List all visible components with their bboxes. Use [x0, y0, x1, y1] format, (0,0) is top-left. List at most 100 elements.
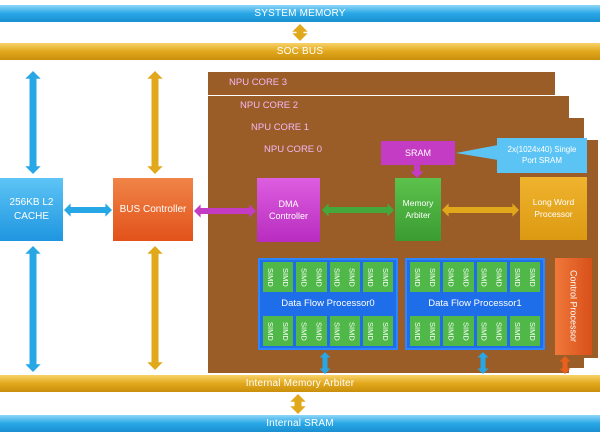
simd-pair: SIMD SIMD [410, 316, 441, 346]
simd-unit: SIMD [332, 321, 342, 341]
soc-bus: SOC BUS [0, 43, 600, 60]
bus-controller-internal-arbiter-arrow [147, 246, 163, 370]
simd-pair: SIMD SIMD [443, 316, 474, 346]
simd-pair: SIMD SIMD [509, 262, 540, 292]
long-word-processor-label: Long Word Processor [532, 197, 575, 219]
simd-unit: SIMD [527, 267, 537, 287]
npu-core-3-label: NPU CORE 3 [229, 77, 288, 88]
sram-label: SRAM [404, 147, 431, 158]
sram-callout-label: 2x(1024x40) Single Port SRAM [507, 144, 577, 165]
data-flow-processor-0: SIMD SIMD SIMD SIMD SIMD SIMD SIMD SIMD Data Fl… [258, 258, 398, 350]
simd-unit: SIMD [461, 321, 471, 341]
system-memory-label: SYSTEM MEMORY [254, 8, 346, 19]
internal-sram-bus: Internal SRAM [0, 415, 600, 432]
simd-pair: SIMD SIMD [296, 316, 327, 346]
npu-core-1-label: NPU CORE 1 [251, 122, 310, 133]
l2-cache-label: 256KB L2 CACHE [9, 197, 54, 222]
control-processor-label: Control Processor [568, 270, 579, 343]
simd-unit: SIMD [314, 267, 324, 287]
simd-unit: SIMD [413, 267, 423, 287]
simd-unit: SIMD [380, 267, 390, 287]
bus-controller-block: BUS Controller [113, 178, 193, 241]
dfp1-internal-arbiter-arrow [477, 352, 489, 374]
simd-unit: SIMD [494, 321, 504, 341]
dfp0-label: Data Flow Processor0 [281, 298, 375, 309]
simd-unit: SIMD [299, 321, 309, 341]
simd-unit: SIMD [299, 267, 309, 287]
memory-arbiter-label: Memory Arbiter [402, 198, 434, 220]
simd-pair: SIMD SIMD [296, 262, 327, 292]
simd-unit: SIMD [446, 321, 456, 341]
simd-pair: SIMD SIMD [443, 262, 474, 292]
memory-arbiter-long-word-arrow [442, 203, 519, 217]
simd-unit: SIMD [347, 267, 357, 287]
l2-soc-arrow [25, 71, 41, 174]
system-memory-bus: SYSTEM MEMORY [0, 5, 600, 22]
l2-cache-block: 256KB L2 CACHE [0, 178, 63, 241]
bus-dma-arrow [194, 204, 256, 218]
simd-unit: SIMD [428, 321, 438, 341]
sram-block: SRAM [381, 141, 455, 165]
simd-row-bottom: SIMD SIMD SIMD SIMD SIMD SIMD SIMD SIMD [410, 316, 540, 346]
dfp0-internal-arbiter-arrow [319, 352, 331, 374]
callout-pointer [456, 145, 498, 160]
dma-controller-block: DMA Controller [257, 178, 320, 242]
dma-controller-label: DMA Controller [268, 198, 308, 221]
soc-bus-label: SOC BUS [276, 46, 324, 57]
simd-pair: SIMD SIMD [263, 262, 294, 292]
system-soc-arrow [292, 24, 308, 41]
simd-unit: SIMD [266, 321, 276, 341]
simd-row-bottom: SIMD SIMD SIMD SIMD SIMD SIMD SIMD SIMD [263, 316, 393, 346]
simd-row-top: SIMD SIMD SIMD SIMD SIMD SIMD SIMD SIMD [410, 262, 540, 292]
long-word-processor-block: Long Word Processor [520, 177, 587, 240]
simd-unit: SIMD [461, 267, 471, 287]
simd-unit: SIMD [512, 321, 522, 341]
dma-memory-arbiter-arrow [322, 203, 394, 217]
simd-unit: SIMD [446, 267, 456, 287]
sram-callout: 2x(1024x40) Single Port SRAM [497, 138, 587, 173]
simd-unit: SIMD [494, 267, 504, 287]
npu-core-0-label: NPU CORE 0 [264, 144, 323, 155]
simd-unit: SIMD [347, 321, 357, 341]
simd-unit: SIMD [365, 267, 375, 287]
internal-memory-arbiter-label: Internal Memory Arbiter [245, 378, 355, 389]
simd-pair: SIMD SIMD [362, 262, 393, 292]
simd-pair: SIMD SIMD [509, 316, 540, 346]
internal-sram-label: Internal SRAM [266, 418, 334, 429]
memory-arbiter-block: Memory Arbiter [395, 178, 441, 241]
internal-memory-arbiter-bus: Internal Memory Arbiter [0, 375, 600, 392]
simd-unit: SIMD [428, 267, 438, 287]
simd-pair: SIMD SIMD [410, 262, 441, 292]
simd-unit: SIMD [314, 321, 324, 341]
simd-unit: SIMD [479, 321, 489, 341]
l2-bus-controller-arrow [64, 203, 112, 217]
simd-unit: SIMD [413, 321, 423, 341]
simd-row-top: SIMD SIMD SIMD SIMD SIMD SIMD SIMD SIMD [263, 262, 393, 292]
arbiter-internal-sram-arrow [290, 394, 306, 414]
simd-unit: SIMD [380, 321, 390, 341]
npu-core-2-label: NPU CORE 2 [240, 100, 299, 111]
simd-pair: SIMD SIMD [362, 316, 393, 346]
sram-memory-arbiter-arrow [410, 165, 424, 178]
bus-controller-soc-arrow [147, 71, 163, 174]
simd-unit: SIMD [281, 267, 291, 287]
simd-unit: SIMD [512, 267, 522, 287]
simd-unit: SIMD [479, 267, 489, 287]
simd-pair: SIMD SIMD [476, 262, 507, 292]
simd-pair: SIMD SIMD [263, 316, 294, 346]
control-processor-block: Control Processor [555, 258, 592, 355]
bus-controller-label: BUS Controller [119, 203, 187, 215]
simd-unit: SIMD [527, 321, 537, 341]
simd-unit: SIMD [266, 267, 276, 287]
simd-unit: SIMD [281, 321, 291, 341]
simd-pair: SIMD SIMD [329, 316, 360, 346]
simd-pair: SIMD SIMD [476, 316, 507, 346]
simd-unit: SIMD [365, 321, 375, 341]
l2-internal-arbiter-arrow [25, 246, 41, 372]
simd-unit: SIMD [332, 267, 342, 287]
simd-pair: SIMD SIMD [329, 262, 360, 292]
control-internal-arbiter-arrow [559, 356, 571, 374]
